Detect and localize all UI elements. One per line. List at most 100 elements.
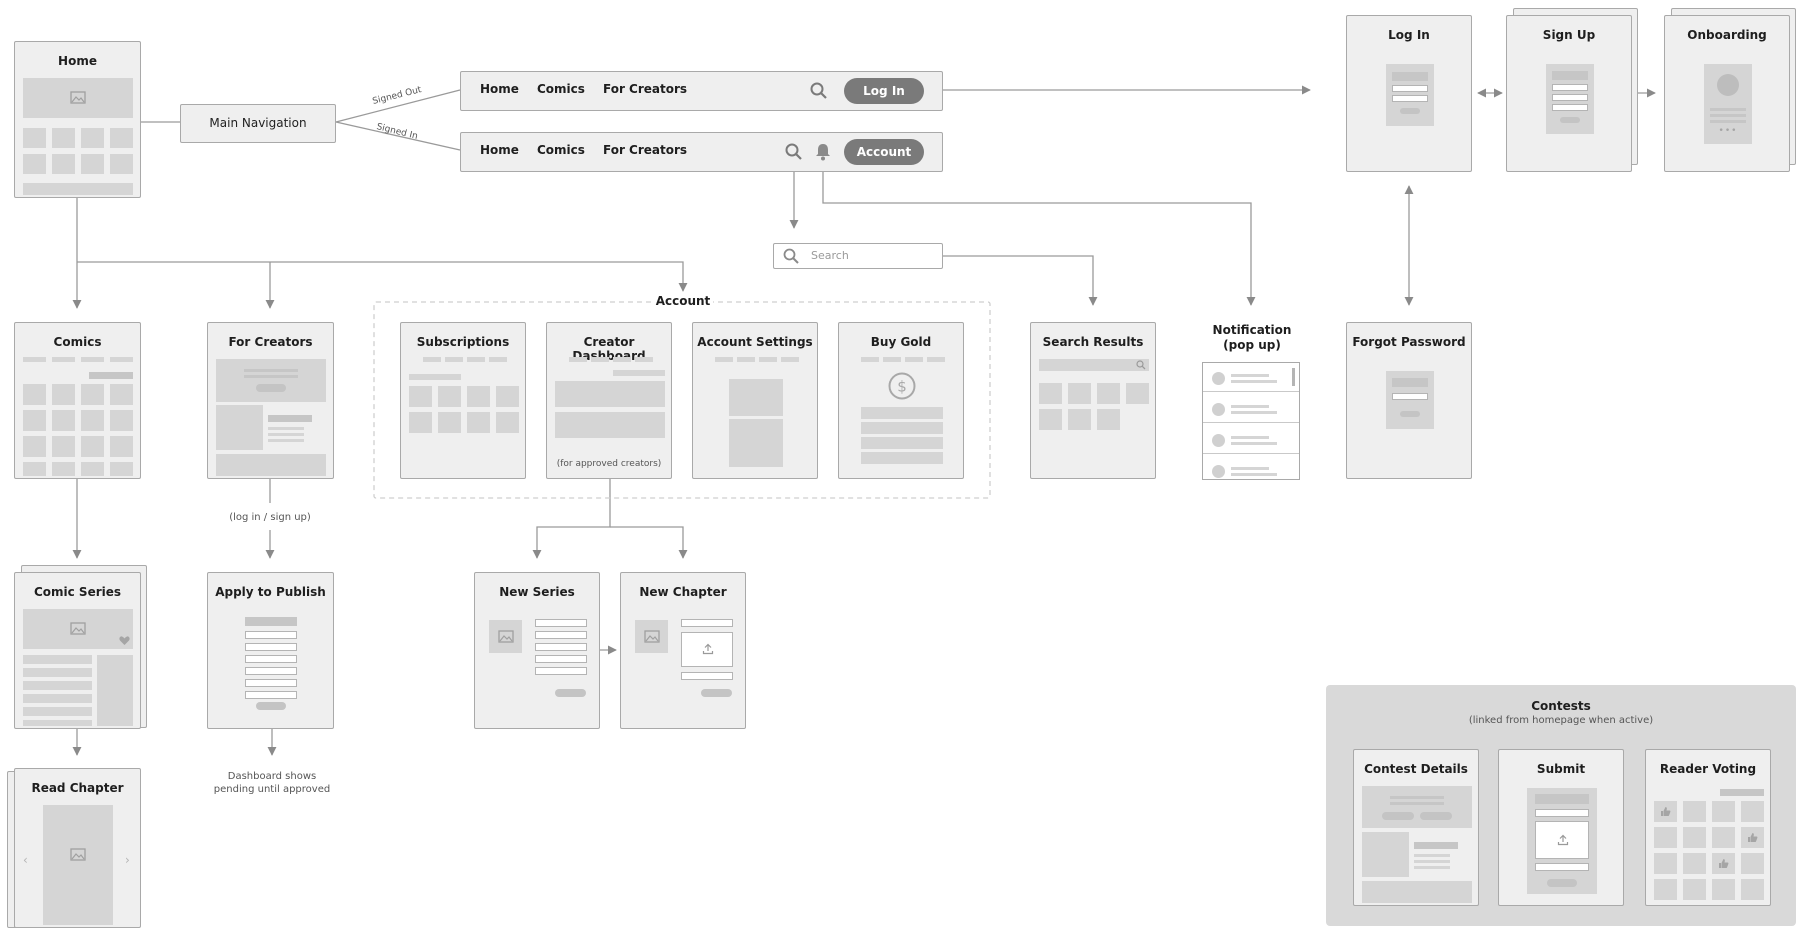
notification-title: Notification (pop up) — [1212, 323, 1292, 352]
subscriptions-title: Subscriptions — [416, 335, 510, 349]
login-screen[interactable]: Log In — [1346, 15, 1472, 172]
read-chapter-screen[interactable]: Read Chapter ‹ › — [14, 768, 141, 928]
search-icon — [783, 248, 799, 264]
search-bar[interactable]: Search — [773, 243, 943, 269]
bell-icon[interactable] — [815, 142, 831, 161]
chevron-left-icon[interactable]: ‹ — [23, 853, 28, 867]
search-icon[interactable] — [785, 143, 803, 161]
comics-title: Comics — [53, 335, 102, 349]
creator-dashboard-note: (for approved creators) — [556, 459, 662, 469]
search-icon[interactable] — [810, 82, 828, 100]
read-chapter-title: Read Chapter — [31, 781, 124, 795]
chapter-row — [23, 655, 92, 664]
for-creators-title: For Creators — [228, 335, 313, 349]
footer-placeholder — [23, 183, 133, 195]
contest-details-screen[interactable]: Contest Details — [1353, 749, 1479, 906]
image-icon — [70, 91, 86, 104]
connector-search-results — [943, 255, 1098, 306]
search-results-title: Search Results — [1042, 335, 1144, 349]
chapter-page — [43, 805, 113, 925]
onboarding-title: Onboarding — [1687, 28, 1767, 42]
nav-creators-link[interactable]: For Creators — [603, 143, 688, 157]
illustration-circle — [1717, 74, 1739, 96]
for-creators-screen[interactable]: For Creators — [207, 322, 334, 479]
image-icon — [644, 630, 660, 643]
signup-title: Sign Up — [1542, 28, 1596, 42]
new-series-screen[interactable]: New Series — [474, 572, 600, 729]
series-cover — [23, 609, 133, 649]
nav-home-link[interactable]: Home — [480, 82, 519, 96]
forgot-password-title: Forgot Password — [1352, 335, 1466, 349]
thumb — [23, 128, 46, 148]
svg-text:$: $ — [897, 378, 907, 396]
thumb — [110, 154, 133, 174]
image-icon — [498, 630, 514, 643]
contest-submit-title: Submit — [1536, 762, 1586, 776]
chevron-right-icon[interactable]: › — [125, 853, 130, 867]
connector-dash-newchapter — [610, 526, 688, 559]
creator-dashboard-screen[interactable]: Creator Dashboard (for approved creators… — [546, 322, 672, 479]
login-title: Log In — [1388, 28, 1430, 42]
new-chapter-screen[interactable]: New Chapter — [620, 572, 746, 729]
search-icon — [1136, 360, 1146, 370]
connector-home-account — [77, 261, 688, 292]
comic-series-title: Comic Series — [33, 585, 122, 599]
contests-title: Contests — [1531, 699, 1591, 713]
chapter-row — [23, 668, 92, 677]
popup-scrollbar[interactable] — [1292, 368, 1295, 386]
nav-comics-link[interactable]: Comics — [537, 82, 585, 96]
main-navigation-label: Main Navigation — [209, 116, 307, 130]
login-form-placeholder — [1386, 64, 1434, 126]
thumbs-up-icon[interactable] — [1660, 806, 1671, 817]
thumb — [23, 154, 46, 174]
subscriptions-screen[interactable]: Subscriptions — [400, 322, 526, 479]
upload-icon — [1557, 834, 1569, 846]
creators-hero — [216, 359, 326, 402]
contest-submit-screen[interactable]: Submit — [1498, 749, 1624, 906]
contest-hero — [1362, 786, 1472, 828]
thumb — [81, 128, 104, 148]
forgot-password-screen[interactable]: Forgot Password — [1346, 322, 1472, 479]
signup-form-placeholder — [1546, 64, 1594, 134]
apply-to-publish-screen[interactable]: Apply to Publish — [207, 572, 334, 729]
contests-subtitle: (linked from homepage when active) — [1468, 715, 1654, 726]
thumb — [81, 154, 104, 174]
comics-screen[interactable]: Comics — [14, 322, 141, 479]
search-results-screen[interactable]: Search Results — [1030, 322, 1156, 479]
connector-dash-newseries — [532, 478, 611, 559]
upload-area[interactable] — [681, 632, 733, 667]
search-field-placeholder — [1039, 359, 1149, 371]
nav-home-link[interactable]: Home — [480, 143, 519, 157]
buy-gold-screen[interactable]: Buy Gold $ — [838, 322, 964, 479]
account-button[interactable]: Account — [844, 139, 924, 165]
forgot-form-placeholder — [1386, 371, 1434, 429]
account-settings-screen[interactable]: Account Settings — [692, 322, 818, 479]
reader-voting-screen[interactable]: Reader Voting — [1645, 749, 1771, 906]
thumb — [110, 128, 133, 148]
comic-series-screen[interactable]: Comic Series — [14, 572, 141, 729]
upload-area[interactable] — [1535, 821, 1589, 859]
notification-popup[interactable] — [1202, 362, 1300, 480]
account-settings-title: Account Settings — [697, 335, 813, 349]
nav-comics-link[interactable]: Comics — [537, 143, 585, 157]
hero-image-placeholder — [23, 78, 133, 118]
heart-icon[interactable] — [119, 636, 130, 646]
home-screen[interactable]: Home — [14, 41, 141, 198]
submit-form-placeholder — [1527, 788, 1597, 894]
connector-bell-notification — [822, 172, 1256, 306]
nav-creators-link[interactable]: For Creators — [603, 82, 688, 96]
thumbs-up-icon[interactable] — [1718, 858, 1729, 869]
thumbs-up-icon[interactable] — [1747, 832, 1758, 843]
thumb — [52, 154, 75, 174]
signup-screen[interactable]: Sign Up — [1506, 15, 1632, 172]
chapter-row — [23, 694, 92, 703]
chapter-row — [23, 707, 92, 716]
login-signup-note: (log in / sign up) — [229, 512, 311, 523]
login-button[interactable]: Log In — [844, 78, 924, 104]
image-icon — [70, 848, 86, 861]
chapter-row — [23, 720, 92, 726]
account-group-label: Account — [0, 294, 1366, 308]
onboarding-screen[interactable]: Onboarding ••• — [1664, 15, 1790, 172]
connector-signed-out — [335, 89, 461, 123]
apply-to-publish-title: Apply to Publish — [215, 585, 326, 599]
